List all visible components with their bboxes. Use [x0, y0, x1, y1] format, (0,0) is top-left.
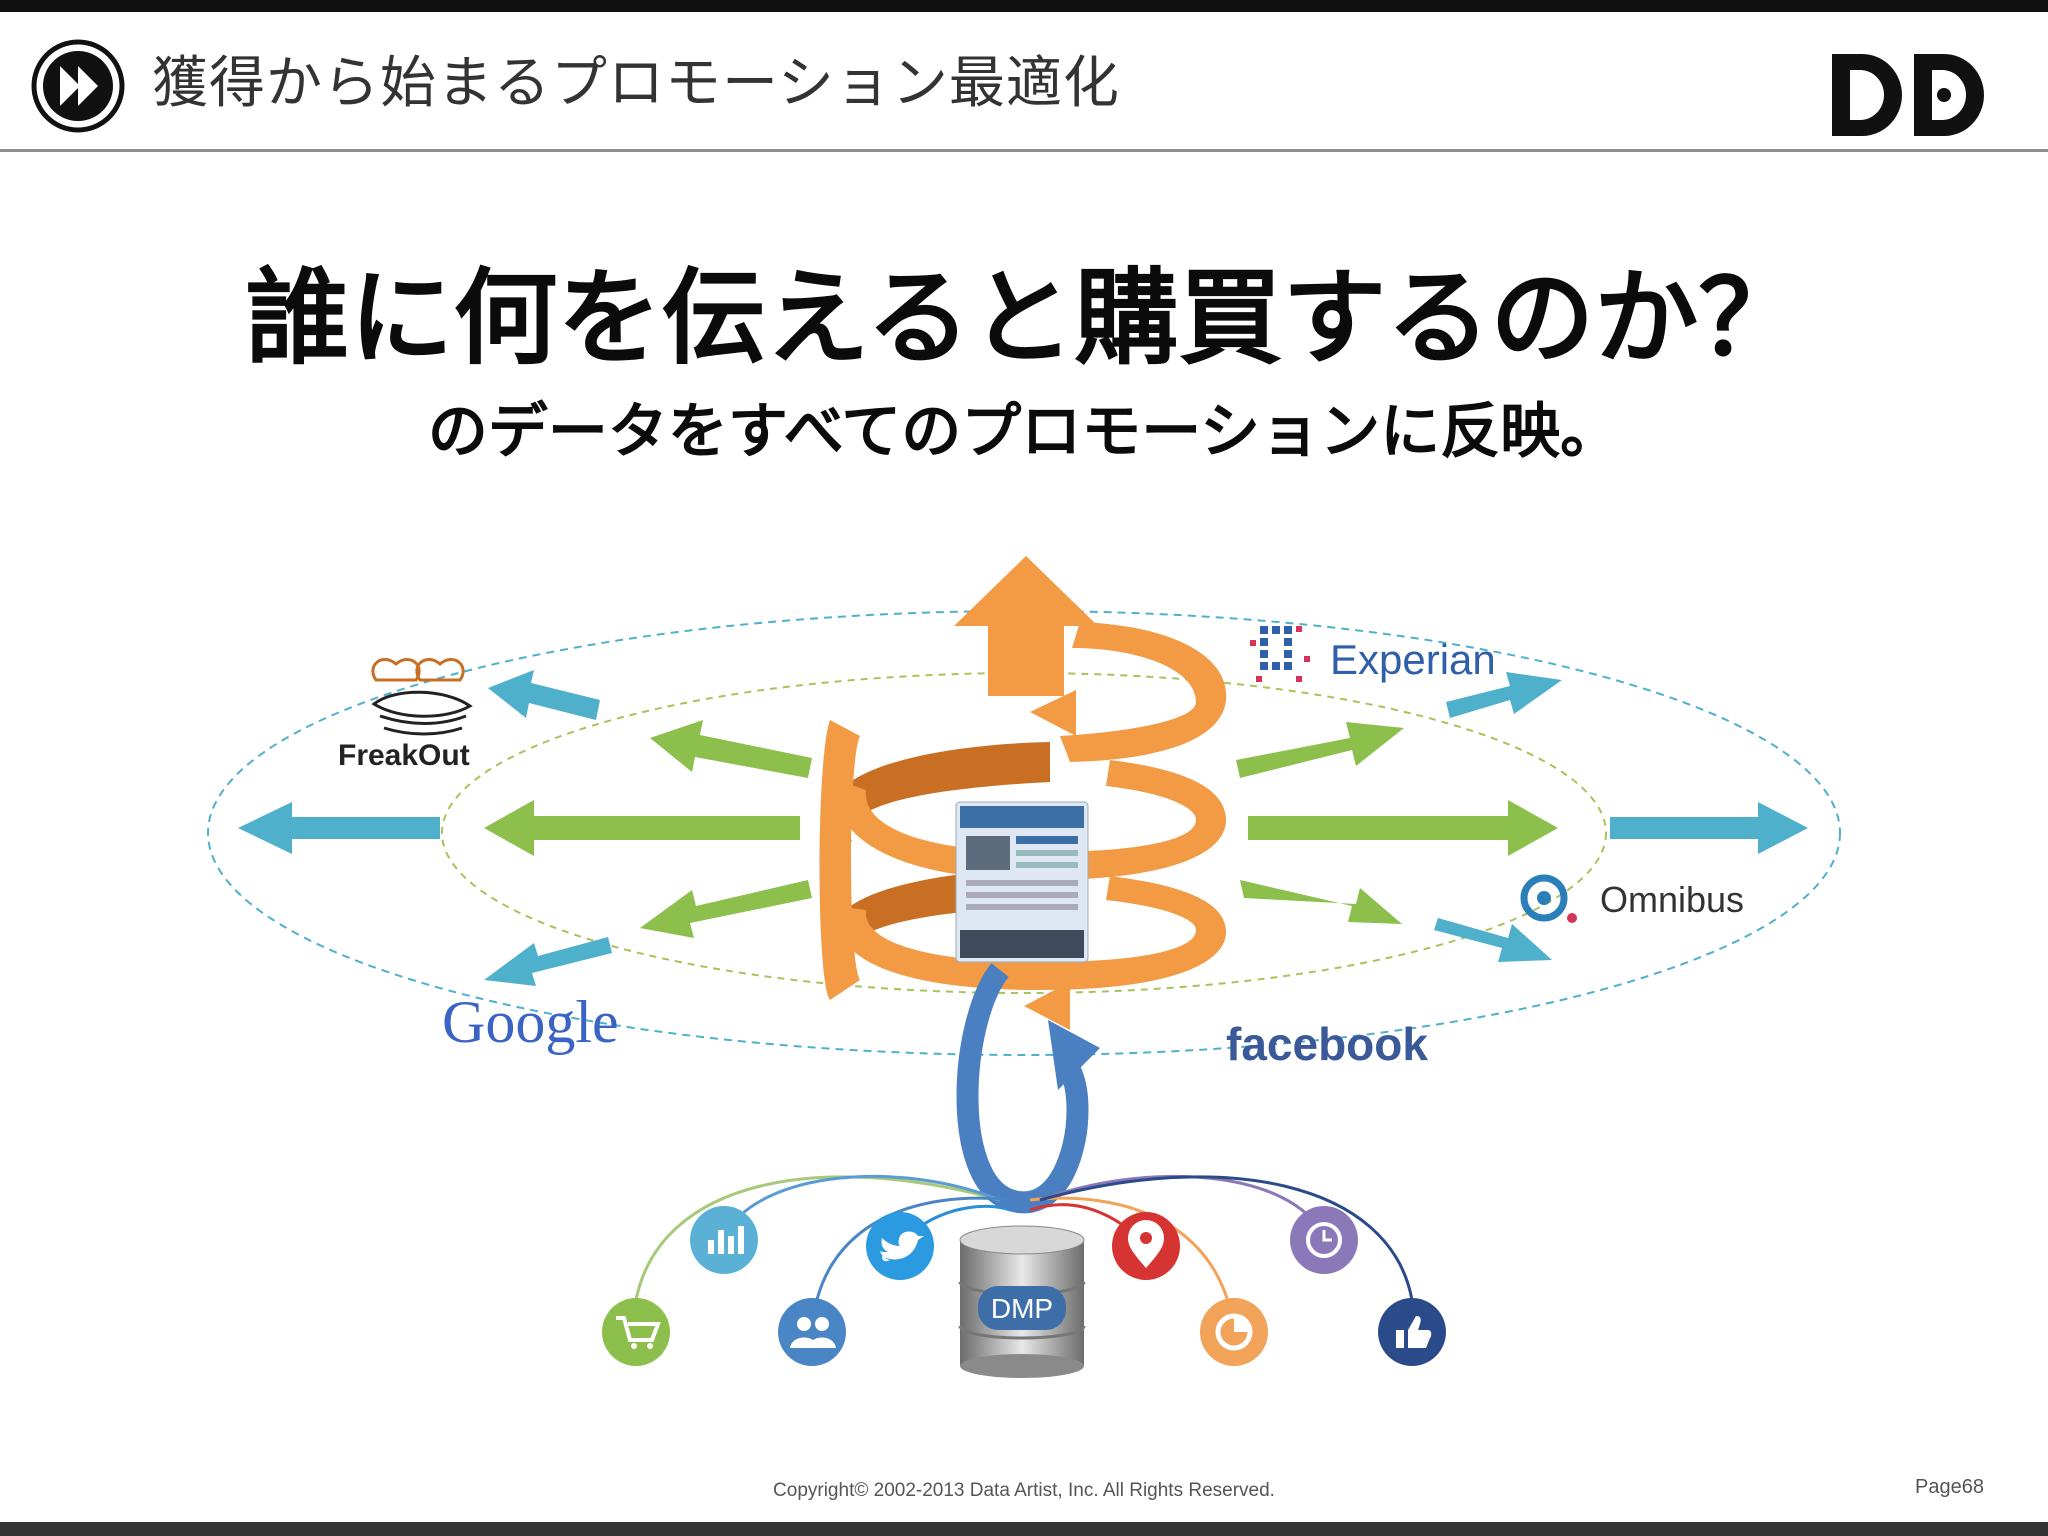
arrow-outer-upper-left [488, 670, 600, 720]
headline: 誰に何を伝えると購買するのか？ [245, 257, 1803, 379]
dp-logo [1832, 54, 1984, 136]
spiral-arrowhead-1 [1030, 690, 1076, 736]
arrow-outer-lower-left [484, 937, 612, 986]
bottom-border [0, 1522, 2048, 1536]
facebook-logo: facebook [1226, 1018, 1428, 1070]
experian-logo: Experian [1250, 626, 1496, 683]
arrow-inner-lower-right [1240, 880, 1402, 924]
arrow-inner-lower-left [640, 880, 812, 938]
header-title: 獲得から始まるプロモーション最適化 [152, 51, 1120, 116]
google-label: Google [442, 989, 619, 1055]
people-icon [778, 1298, 846, 1366]
google-logo: Google [442, 989, 619, 1055]
arrow-inner-upper-right [1236, 722, 1404, 778]
arrow-outer-left [238, 802, 440, 854]
spiral-band-1 [1060, 622, 1227, 762]
inner-ellipse [441, 672, 1607, 994]
top-border [0, 0, 2048, 12]
page-number: Page68 [1915, 1476, 1984, 1498]
arrow-outer-right [1610, 802, 1808, 854]
up-arrow [954, 556, 1098, 696]
spiral-band-left [819, 720, 860, 1000]
facebook-label: facebook [1226, 1018, 1428, 1070]
dmp-database: DMP [958, 1225, 1086, 1378]
clock-icon [1290, 1206, 1358, 1274]
inner-arrows [484, 720, 1558, 938]
freakout-label: FreakOut [338, 739, 470, 772]
outer-arrows [238, 670, 1808, 986]
arrow-inner-right [1248, 800, 1558, 856]
orange-spiral [819, 556, 1227, 1030]
play-forward-icon [31, 39, 125, 133]
freakout-logo: FreakOut [338, 657, 473, 772]
arrow-outer-lower-right [1434, 918, 1552, 962]
footer-copyright: Copyright© 2002-2013 Data Artist, Inc. A… [773, 1480, 1275, 1501]
spiral-arrowhead-2 [1024, 982, 1070, 1030]
location-pin-icon [1112, 1212, 1180, 1280]
landing-page-thumbnail [955, 801, 1089, 963]
arrow-inner-left [484, 800, 800, 856]
dmp-label: DMP [991, 1293, 1053, 1324]
promotion-diagram: FreakOut Experian Omnibus Google faceboo… [207, 556, 1841, 1378]
spiral-band-3 [835, 876, 1227, 990]
twitter-icon [866, 1212, 934, 1280]
spiral-back-1 [831, 742, 1050, 842]
arrow-outer-upper-right [1446, 672, 1562, 718]
omnibus-logo: Omnibus [1520, 874, 1744, 923]
cart-icon [602, 1298, 670, 1366]
slide-header: 獲得から始まるプロモーション最適化 [0, 12, 2048, 152]
experian-label: Experian [1330, 636, 1496, 683]
pie-chart-icon [1200, 1298, 1268, 1366]
omnibus-label: Omnibus [1600, 879, 1744, 920]
bar-chart-icon [690, 1206, 758, 1274]
arrow-inner-upper-left [650, 720, 812, 778]
subheadline: のデータをすべてのプロモーションに反映。 [427, 397, 1621, 467]
thumbs-up-icon [1378, 1298, 1446, 1366]
spiral-band-2 [835, 760, 1227, 880]
